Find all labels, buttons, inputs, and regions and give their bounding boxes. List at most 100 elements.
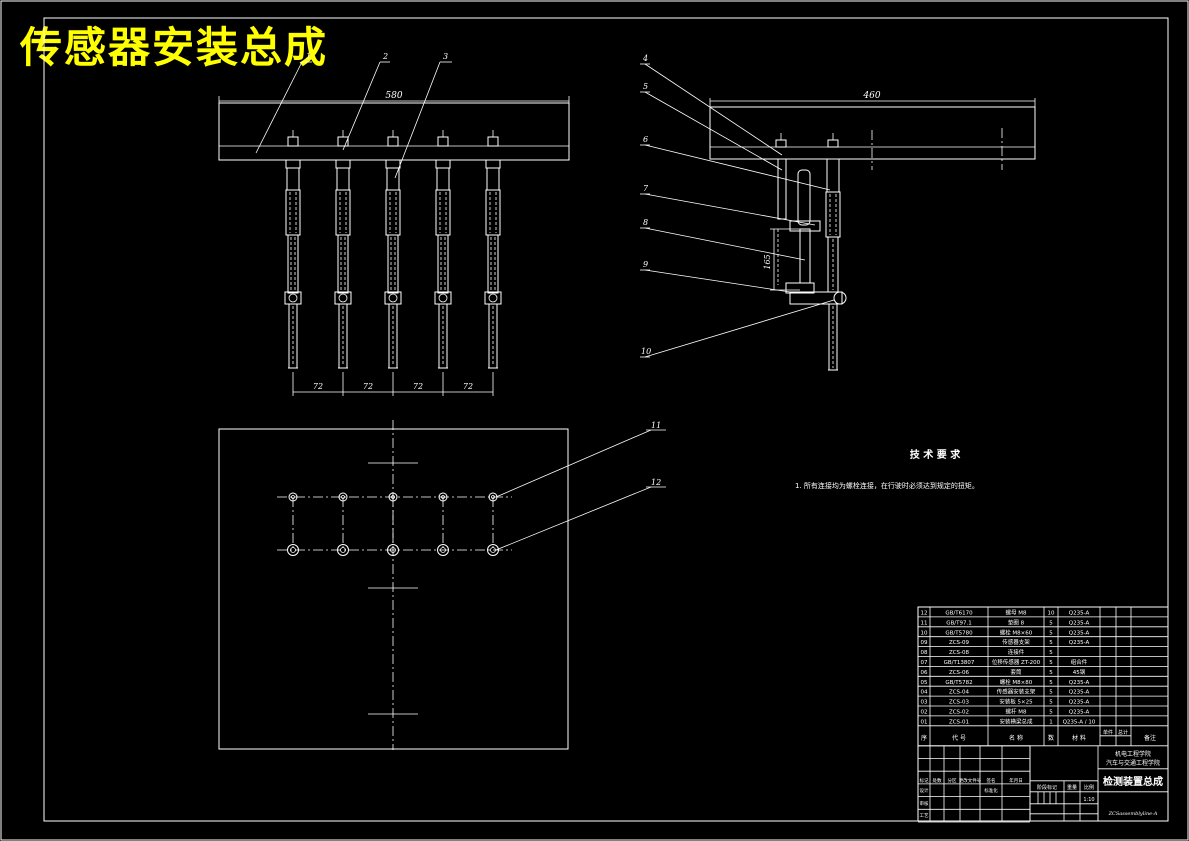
sensor-assembly xyxy=(384,130,402,369)
bom-header-cell: 单件 xyxy=(1103,729,1113,736)
bom-cell: 45钢 xyxy=(1073,668,1086,676)
bom-cell: 螺栓 M8×80 xyxy=(1000,678,1033,686)
spacing-dim-4: 72 xyxy=(463,382,473,391)
sensor-assembly xyxy=(484,130,502,369)
inner-border xyxy=(43,17,1169,822)
bom-cell: Q235-A / 10 xyxy=(1063,719,1096,725)
balloon-5: 5 xyxy=(643,82,648,91)
sensor-assembly xyxy=(334,130,352,369)
bom-cell: ZCS-09 xyxy=(949,640,970,646)
school-name-1: 机电工程学院 xyxy=(1115,750,1151,758)
sensor-assembly xyxy=(434,130,452,369)
bom-cell: 5 xyxy=(1049,640,1053,646)
bom-cell: 5 xyxy=(1049,670,1053,676)
plan-hole-bottom xyxy=(287,544,299,556)
bom-cell: 01 xyxy=(921,719,928,725)
school-name-2: 汽车与交通工程学院 xyxy=(1106,759,1160,767)
bom-cell: ZCS-08 xyxy=(949,650,970,656)
plan-hole-top xyxy=(288,492,298,502)
bom-cell: 安装板 5×25 xyxy=(999,698,1033,706)
plan-hole-bottom xyxy=(387,544,399,556)
title-block-label: 工艺 xyxy=(920,813,929,819)
bom-cell: 传感器支架 xyxy=(1002,638,1030,646)
bom-cell: 螺母 M8 xyxy=(1006,609,1027,617)
bom-cell: Q235-A xyxy=(1069,620,1090,626)
balloon-11: 11 xyxy=(651,421,661,430)
title-block-label: 阶段标记 xyxy=(1037,784,1057,791)
spacing-dim-3: 72 xyxy=(413,382,423,391)
side-view: 460 165 4 5 6 7 xyxy=(640,54,1036,371)
balloon-6: 6 xyxy=(643,135,648,144)
bom-cell: 5 xyxy=(1049,660,1053,666)
plan-hole-bottom xyxy=(337,544,349,556)
bom-cell: 传感器安装支架 xyxy=(997,688,1036,696)
title-block-label: 1:10 xyxy=(1083,797,1094,803)
plan-hole-top xyxy=(388,492,398,502)
bom-cell: 07 xyxy=(921,660,928,666)
bom-cell: 垫圈 8 xyxy=(1008,618,1025,626)
title-block-label: 比例 xyxy=(1084,784,1094,791)
bom-cell: 04 xyxy=(921,690,928,696)
bom-cell: Q235-A xyxy=(1069,710,1090,716)
title-block-label: 重量 xyxy=(1067,784,1077,791)
balloon-10: 10 xyxy=(641,347,651,356)
bom-header-cell: 备注 xyxy=(1144,734,1156,742)
bom-cell: Q235-A xyxy=(1069,680,1090,686)
bom-cell: 09 xyxy=(921,640,928,646)
bom-cell: GB/T5780 xyxy=(945,630,973,636)
bom-cell: GB/T5782 xyxy=(945,680,972,686)
beam xyxy=(218,102,570,161)
bom-cell: ZCS-04 xyxy=(949,690,970,696)
bom-cell: 螺栓 M8×60 xyxy=(1000,628,1033,636)
plan-hole-top xyxy=(338,492,348,502)
title-block-label: 审核 xyxy=(920,800,929,807)
bom-cell: 05 xyxy=(921,680,928,686)
plan-hole-top xyxy=(438,492,448,502)
bom-row: 07 GB/T13807 位移传感器 ZT-200 5 组合件 xyxy=(921,658,1088,666)
plan-hole-bottom xyxy=(487,544,499,556)
front-overall-dim: 580 xyxy=(385,91,402,101)
bom-cell: Q235-A xyxy=(1069,611,1090,617)
bom-cell: 08 xyxy=(921,650,928,656)
bom-cell: 5 xyxy=(1049,620,1053,626)
bom-cell: 06 xyxy=(921,670,928,676)
bom-header-cell: 材 料 xyxy=(1072,734,1086,742)
side-height-dim: 165 xyxy=(763,254,772,269)
balloon-1: 1 xyxy=(306,52,311,61)
balloon-8: 8 xyxy=(643,218,648,227)
bom-cell: ZCS-02 xyxy=(949,710,969,716)
sensor-assembly xyxy=(284,130,302,369)
title-block-label: 签名 xyxy=(987,777,996,784)
bom-cell: 螺杆 M8 xyxy=(1006,708,1027,716)
title-block-label: 分区 xyxy=(948,777,957,784)
tech-req-item: 1. 所有连接均为螺栓连接，在行驶时必须达到规定的扭矩。 xyxy=(795,481,979,490)
bom-cell: Q235-A xyxy=(1069,640,1090,646)
bom-cell: Q235-A xyxy=(1069,690,1090,696)
bom-cell: 5 xyxy=(1049,710,1053,716)
bom-row: 09 ZCS-09 传感器支架 5 Q235-A xyxy=(921,638,1090,646)
bom-header-cell: 数 xyxy=(1048,734,1054,742)
bom-cell: GB/T13807 xyxy=(944,660,975,666)
bom-header-cell: 名 称 xyxy=(1009,734,1023,742)
title-block-label: 标记 xyxy=(920,777,929,784)
bom-cell: 10 xyxy=(1048,611,1055,617)
bom-cell: ZCS-01 xyxy=(949,719,969,725)
bom-cell: 位移传感器 ZT-200 xyxy=(992,658,1041,666)
side-overall-dim: 460 xyxy=(862,91,880,101)
bom-cell: 组合件 xyxy=(1071,658,1088,666)
bom-header-cell: 序 xyxy=(921,734,927,742)
tech-requirements: 技 术 要 求 1. 所有连接均为螺栓连接，在行驶时必须达到规定的扭矩。 xyxy=(795,448,979,490)
bom-cell: ZCS-03 xyxy=(949,700,970,706)
balloon-9: 9 xyxy=(643,260,648,269)
bom-header-cell: 总计 xyxy=(1118,729,1128,736)
bom-cell: 套筒 xyxy=(1010,668,1022,676)
